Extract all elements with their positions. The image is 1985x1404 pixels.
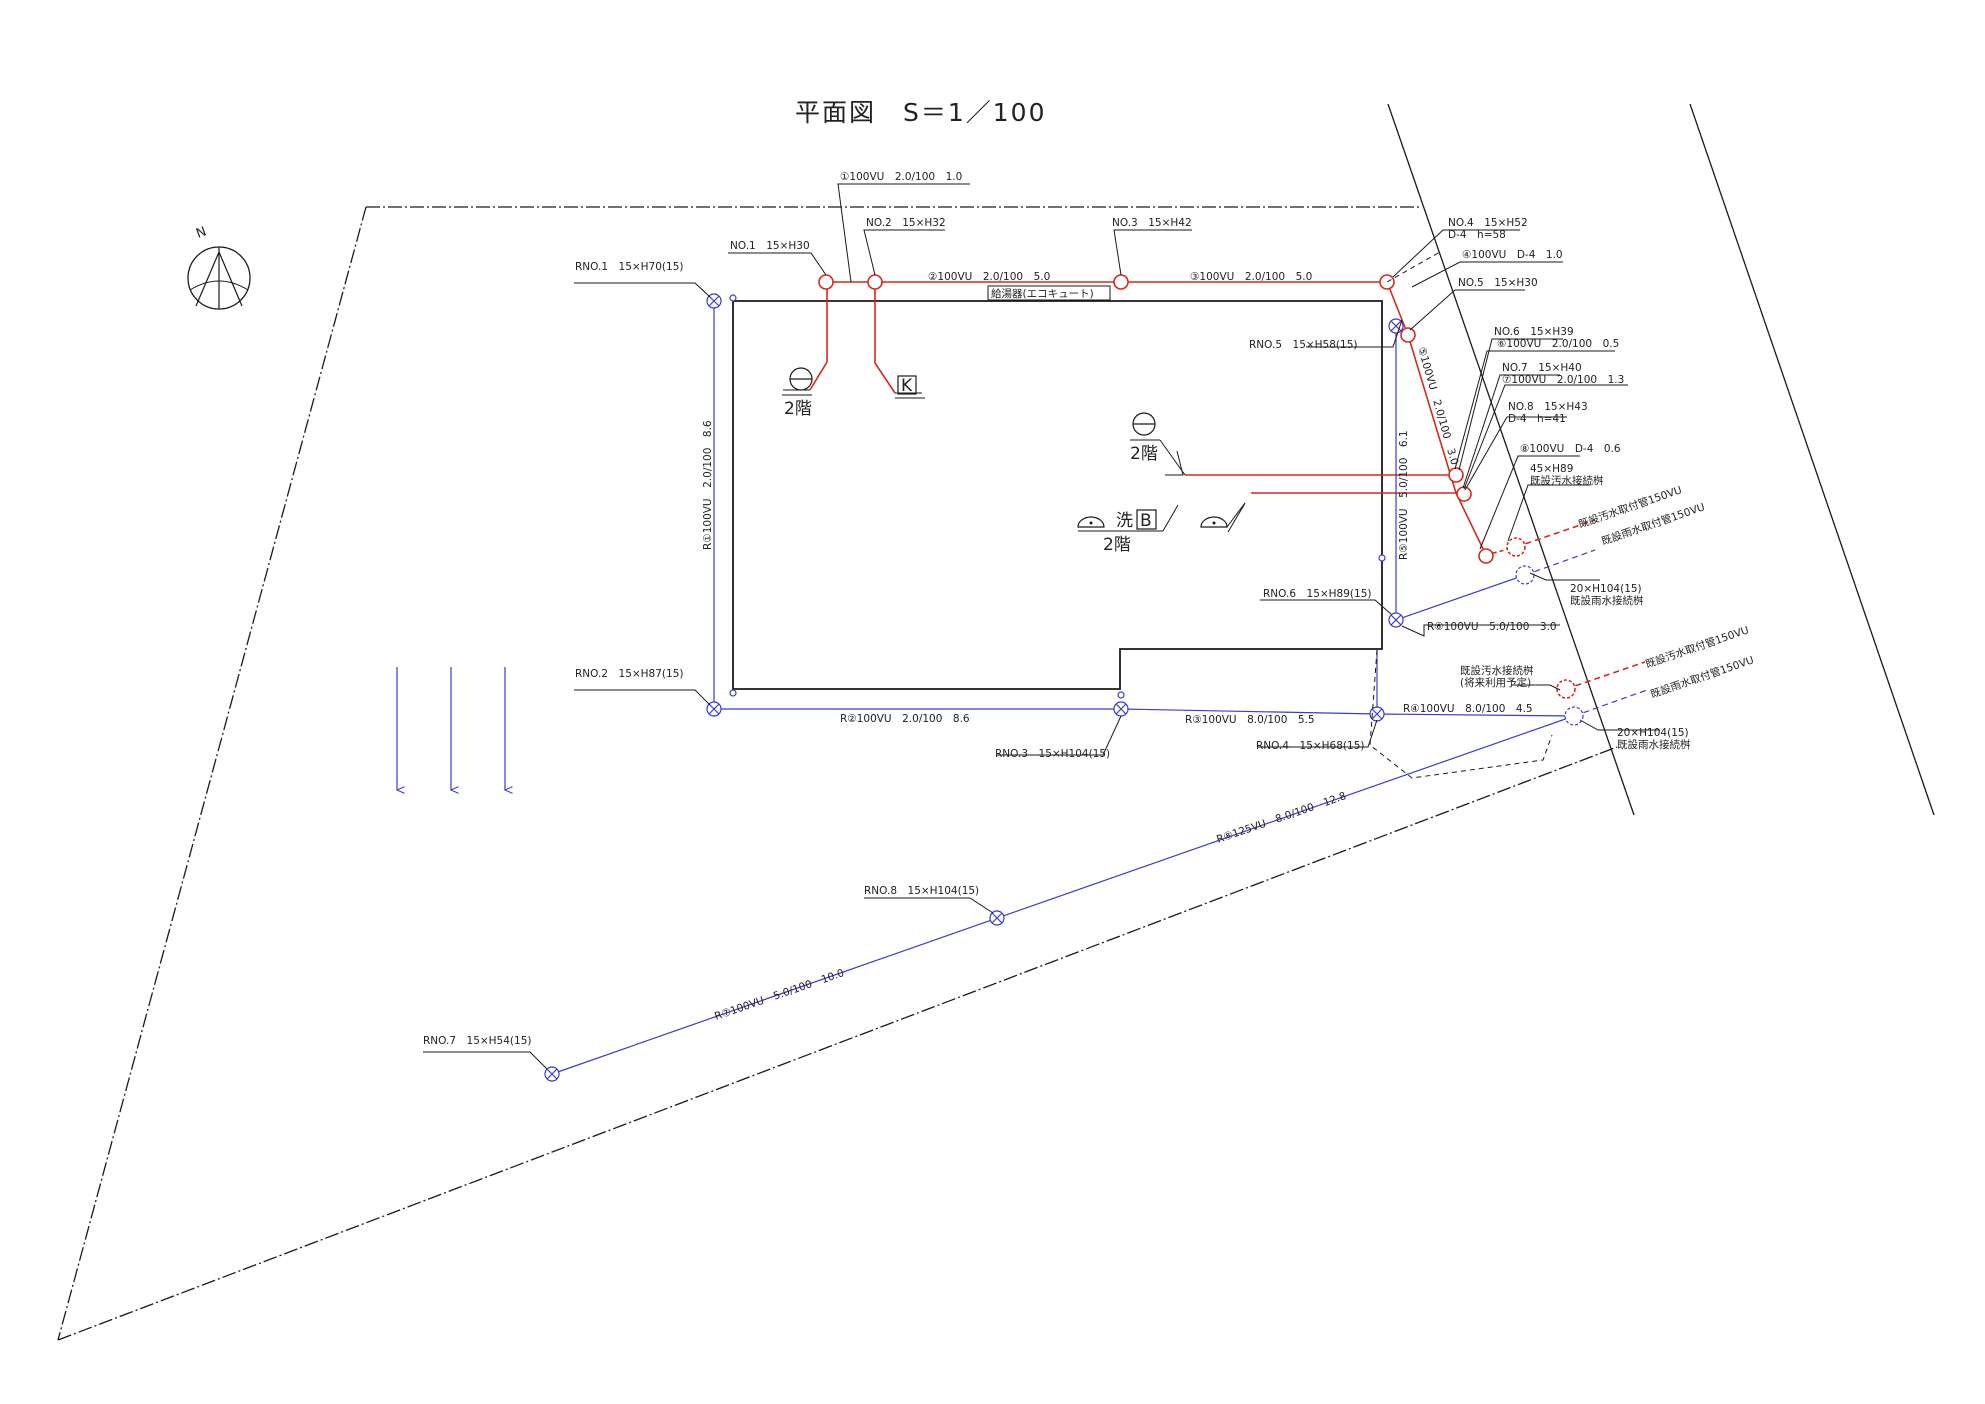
downspout — [729, 294, 737, 302]
floor-label: 2階 — [1103, 535, 1131, 555]
rain-manhole-rno6 — [1388, 612, 1404, 628]
existing-rain-basin-2 — [1564, 706, 1584, 726]
leader-lines — [423, 183, 1660, 1070]
sewer-pipe7-label: ⑦100VU 2.0/100 1.3 — [1502, 374, 1624, 386]
site-boundary — [57, 206, 1618, 1341]
sewer-pipe3-label: ③100VU 2.0/100 5.0 — [1190, 271, 1312, 283]
sewer-no6-label: NO.6 15×H39 — [1494, 326, 1574, 338]
dashed-aux-lines — [1369, 251, 1553, 779]
rain-rpipe7-label: R⑦100VU 5.0/100 10.0 — [713, 967, 846, 1023]
sewer-no1-label: NO.1 15×H30 — [730, 240, 810, 252]
sewer-manhole-no5 — [1400, 327, 1416, 343]
rain-rno6-label: RNO.6 15×H89(15) — [1263, 588, 1371, 600]
sewer-manhole-no7 — [1456, 486, 1472, 502]
sewer-manhole-no6 — [1448, 467, 1464, 483]
sewer-no2-label: NO.2 15×H32 — [866, 217, 946, 229]
fixture-kitchen: K — [895, 375, 925, 399]
north-arrow-icon: N — [187, 224, 251, 310]
future-sewer-name: 既設汚水接続桝 — [1460, 664, 1534, 677]
rain-rpipe8-label: R⑧125VU 8.0/100 12.8 — [1215, 790, 1348, 846]
sewer-manholes — [818, 274, 1576, 699]
existing-sewer-name: 既設汚水接続桝 — [1530, 474, 1604, 487]
rain-manhole-rno5 — [1388, 318, 1404, 334]
rain-rno5-label: RNO.5 15×H58(15) — [1249, 339, 1357, 351]
water-heater-label: 給湯器(エコキュート) — [991, 287, 1094, 300]
rain-rpipe2-label: R②100VU 2.0/100 8.6 — [840, 713, 970, 725]
floor-label: 2階 — [784, 399, 812, 419]
sewer-no8-sub: D-4 h=41 — [1508, 413, 1566, 425]
fixture-basin-2 — [1200, 502, 1246, 528]
rain-manhole-rno1 — [706, 293, 722, 309]
sewer-manhole-no8 — [1478, 548, 1494, 564]
road-edge-lines — [1387, 103, 1935, 816]
sewer-manhole-no3 — [1113, 274, 1129, 290]
rain-rpipe6-label: R⑥100VU 5.0/100 3.0 — [1427, 621, 1557, 633]
sewer-manhole-no2 — [867, 274, 883, 290]
existing-rain-basin-1 — [1515, 565, 1535, 585]
rain-rpipe5-label: R⑤100VU 5.0/100 6.1 — [1398, 430, 1410, 560]
existing-sewer-size: 45×H89 — [1530, 463, 1573, 475]
sewer-no3-label: NO.3 15×H42 — [1112, 217, 1192, 229]
rain-manhole-rno2 — [706, 701, 722, 717]
rain-rno3-label: RNO.3 15×H104(15) — [995, 748, 1110, 760]
sewer-labels: ①100VU 2.0/100 1.0 NO.1 15×H30 NO.2 15×H… — [730, 171, 1750, 689]
downspout — [1117, 691, 1125, 699]
bath-label: B — [1140, 511, 1152, 531]
rain-rno1-label: RNO.1 15×H70(15) — [575, 261, 683, 273]
existing-rain-2-name: 既設雨水接続桝 — [1617, 738, 1691, 751]
rain-rno8-label: RNO.8 15×H104(15) — [864, 885, 979, 897]
downspout — [729, 689, 737, 697]
water-heater-box — [987, 285, 1111, 301]
drawing-title: 平面図 S＝1／100 — [795, 98, 1047, 127]
sewer-pipe8-label: ⑧100VU D-4 0.6 — [1520, 443, 1621, 455]
existing-rain-1-name: 既設雨水接続桝 — [1570, 594, 1644, 607]
north-label: N — [194, 224, 208, 241]
rain-rno2-label: RNO.2 15×H87(15) — [575, 668, 683, 680]
downspout — [1378, 554, 1386, 562]
sewer-no4-label: NO.4 15×H52 — [1448, 217, 1528, 229]
sewer-pipe4-label: ④100VU D-4 1.0 — [1462, 249, 1563, 261]
rain-rno4-label: RNO.4 15×H68(15) — [1256, 740, 1364, 752]
rain-rpipe1-label: R①100VU 2.0/100 8.6 — [702, 420, 714, 550]
wash-label: 洗 — [1116, 511, 1133, 531]
rain-manholes — [544, 293, 1584, 1082]
sewer-no4-sub: D-4 h=58 — [1448, 229, 1506, 241]
fixture-wc-2: 2階 — [1130, 412, 1186, 476]
sewer-pipe2-label: ②100VU 2.0/100 5.0 — [928, 271, 1050, 283]
building-outline — [732, 300, 1383, 690]
rain-rpipe3-label: R③100VU 8.0/100 5.5 — [1185, 714, 1315, 726]
sewer-pipe1-label: ①100VU 2.0/100 1.0 — [840, 171, 962, 183]
rain-manhole-rno8 — [989, 910, 1005, 926]
rain-manhole-rno3 — [1113, 701, 1129, 717]
sewer-manhole-no1 — [818, 274, 834, 290]
fixture-basin-1 — [1077, 516, 1105, 528]
sewer-no8-label: NO.8 15×H43 — [1508, 401, 1588, 413]
rain-rpipe4-label: R④100VU 8.0/100 4.5 — [1403, 703, 1533, 715]
kitchen-label: K — [901, 376, 913, 396]
fixture-wash-bath: 洗 B 2階 — [1078, 504, 1179, 555]
rain-rno7-label: RNO.7 15×H54(15) — [423, 1035, 531, 1047]
existing-rain-1-size: 20×H104(15) — [1570, 583, 1642, 595]
sewer-pipe6-label: ⑥100VU 2.0/100 0.5 — [1497, 338, 1619, 350]
flow-direction-arrows — [395, 667, 513, 794]
future-sewer-basin — [1556, 679, 1576, 699]
rain-manhole-rno7 — [544, 1066, 560, 1082]
existing-sewer-basin — [1506, 537, 1526, 557]
fixture-wc-1: 2階 — [782, 367, 813, 419]
sewer-pipe5-label: ⑤100VU 2.0/100 3.0 — [1415, 346, 1460, 467]
sewer-no7-label: NO.7 15×H40 — [1502, 362, 1582, 374]
existing-rain-2-size: 20×H104(15) — [1617, 727, 1689, 739]
floor-label: 2階 — [1130, 444, 1158, 464]
sewer-no5-label: NO.5 15×H30 — [1458, 277, 1538, 289]
future-sewer-note: (将来利用予定) — [1460, 676, 1531, 689]
